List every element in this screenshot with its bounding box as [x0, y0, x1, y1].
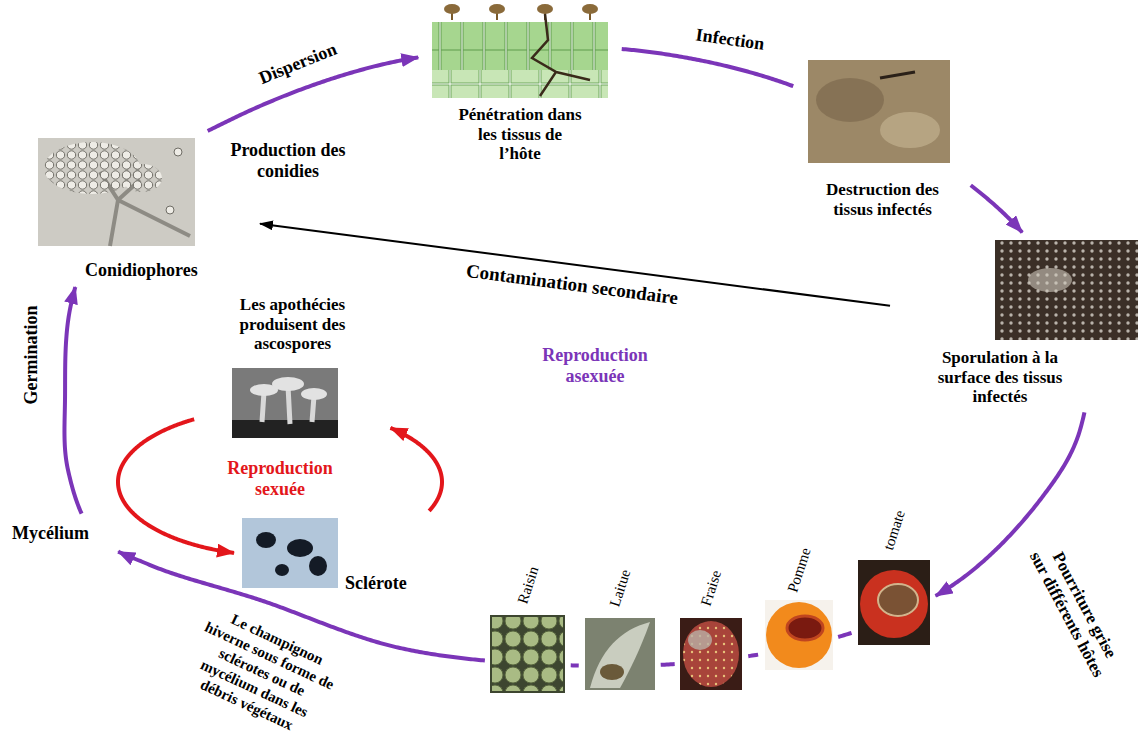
cycle-arrow — [748, 655, 758, 657]
spore — [444, 4, 460, 14]
arrow-label: Pourriture grise sur différents hôtes — [1024, 538, 1127, 683]
strawberry-seeds — [683, 621, 739, 687]
label-anchor: Production des conidies — [213, 140, 363, 181]
host-label: Laitue — [602, 557, 638, 620]
photo-ground — [38, 138, 195, 246]
photo-ground — [995, 240, 1138, 340]
host-label: tomate — [876, 499, 912, 562]
stage-node: Destruction des tissus infectés — [800, 58, 965, 219]
spore — [537, 4, 553, 14]
apothecia-photo — [232, 368, 338, 438]
cycle-arrow — [661, 662, 675, 667]
lesion — [816, 78, 884, 122]
sclerotia-photo — [242, 518, 338, 588]
host-node: Laitue — [585, 560, 655, 690]
label-anchor: Reproduction sexuée — [205, 458, 355, 499]
conidium — [166, 206, 174, 214]
spore-stalks — [452, 10, 590, 20]
cycle-arrow — [390, 428, 442, 511]
tomato-rot — [878, 584, 918, 616]
tomato — [860, 570, 928, 638]
stage-node: Mycélium — [8, 520, 112, 556]
apple-photo — [765, 600, 833, 670]
grape-photo — [490, 615, 565, 693]
stage-node: Sporulation à la surface des tissus infe… — [895, 238, 1138, 407]
photo-ground — [808, 60, 950, 163]
cycle-arrow — [64, 287, 81, 514]
lesion-mark — [880, 72, 915, 78]
sclerotium — [275, 564, 289, 576]
conidium — [174, 148, 182, 156]
apothecium-cap — [301, 388, 327, 400]
epidermis-cells — [432, 22, 608, 70]
arrow-label: Germination — [21, 306, 43, 405]
sclerotium — [309, 556, 327, 576]
stage-node: Conidiophores — [30, 136, 255, 281]
stage-caption: Sclérote — [345, 573, 407, 594]
stage-caption: Conidiophores — [85, 260, 198, 281]
spore — [582, 4, 598, 14]
host-label: Raisin — [510, 554, 546, 617]
spore-mass — [995, 240, 1138, 340]
stage-label: Production des conidies — [213, 140, 363, 181]
illustration-ground — [432, 5, 610, 100]
lettuce-leaf — [590, 622, 650, 688]
label-anchor: Reproduction asexuée — [520, 345, 670, 386]
cycle-title: Reproduction asexuée — [520, 345, 670, 386]
stage-node: Pénétration dans les tissus de l’hôte — [425, 3, 615, 164]
arrow-label: Dispersion — [256, 39, 340, 90]
cycle-arrow — [622, 49, 794, 86]
cycle-arrow — [838, 633, 851, 637]
host-node: tomate — [858, 502, 930, 645]
hypha — [532, 14, 590, 96]
spore — [489, 4, 505, 14]
arrow-label: Le champignon hiverne sous forme de sclé… — [177, 601, 346, 744]
host-label: Pomme — [781, 539, 817, 602]
cycle-title: Reproduction sexuée — [205, 458, 355, 499]
apple-rot — [787, 616, 823, 640]
cycle-arrow — [571, 663, 579, 667]
apple — [766, 602, 832, 668]
stage-caption: Destruction des tissus infectés — [813, 180, 953, 219]
strawberry-photo — [680, 618, 742, 690]
apothecium-cap — [272, 377, 304, 391]
conidia-cluster — [122, 164, 162, 192]
sclerotium — [256, 532, 276, 548]
lettuce-rot — [600, 664, 624, 680]
host-node: Raisin — [490, 557, 565, 693]
stage-caption: Pénétration dans les tissus de l’hôte — [457, 105, 584, 164]
stage-caption: Les apothécies produisent des ascospores — [223, 295, 363, 354]
conidia-cluster — [44, 142, 140, 194]
stage-node: Les apothécies produisent des ascospores — [200, 293, 385, 440]
grey-mould — [688, 630, 712, 650]
lettuce-photo — [585, 618, 655, 690]
grape-berries — [492, 617, 563, 691]
arrow-label: Infection — [694, 25, 765, 56]
sclerotium-base — [232, 420, 338, 438]
cycle-arrow — [118, 419, 234, 553]
stage-caption: Mycélium — [12, 523, 89, 544]
stage-node: Sclérote — [240, 516, 442, 594]
lesion — [880, 112, 940, 148]
stage-caption: Sporulation à la surface des tissus infe… — [920, 348, 1080, 407]
spore-mass — [1028, 268, 1072, 292]
arrow-label: Contamination secondaire — [465, 259, 680, 309]
tomato-photo — [858, 560, 930, 645]
host-label: Fraise — [693, 557, 729, 620]
host-node: Fraise — [680, 560, 742, 690]
mesophyll-cells — [432, 70, 608, 98]
cycle-arrow — [971, 185, 1023, 232]
sclerotium — [287, 539, 313, 557]
strawberry — [683, 621, 739, 687]
host-node: Pomme — [765, 542, 833, 670]
